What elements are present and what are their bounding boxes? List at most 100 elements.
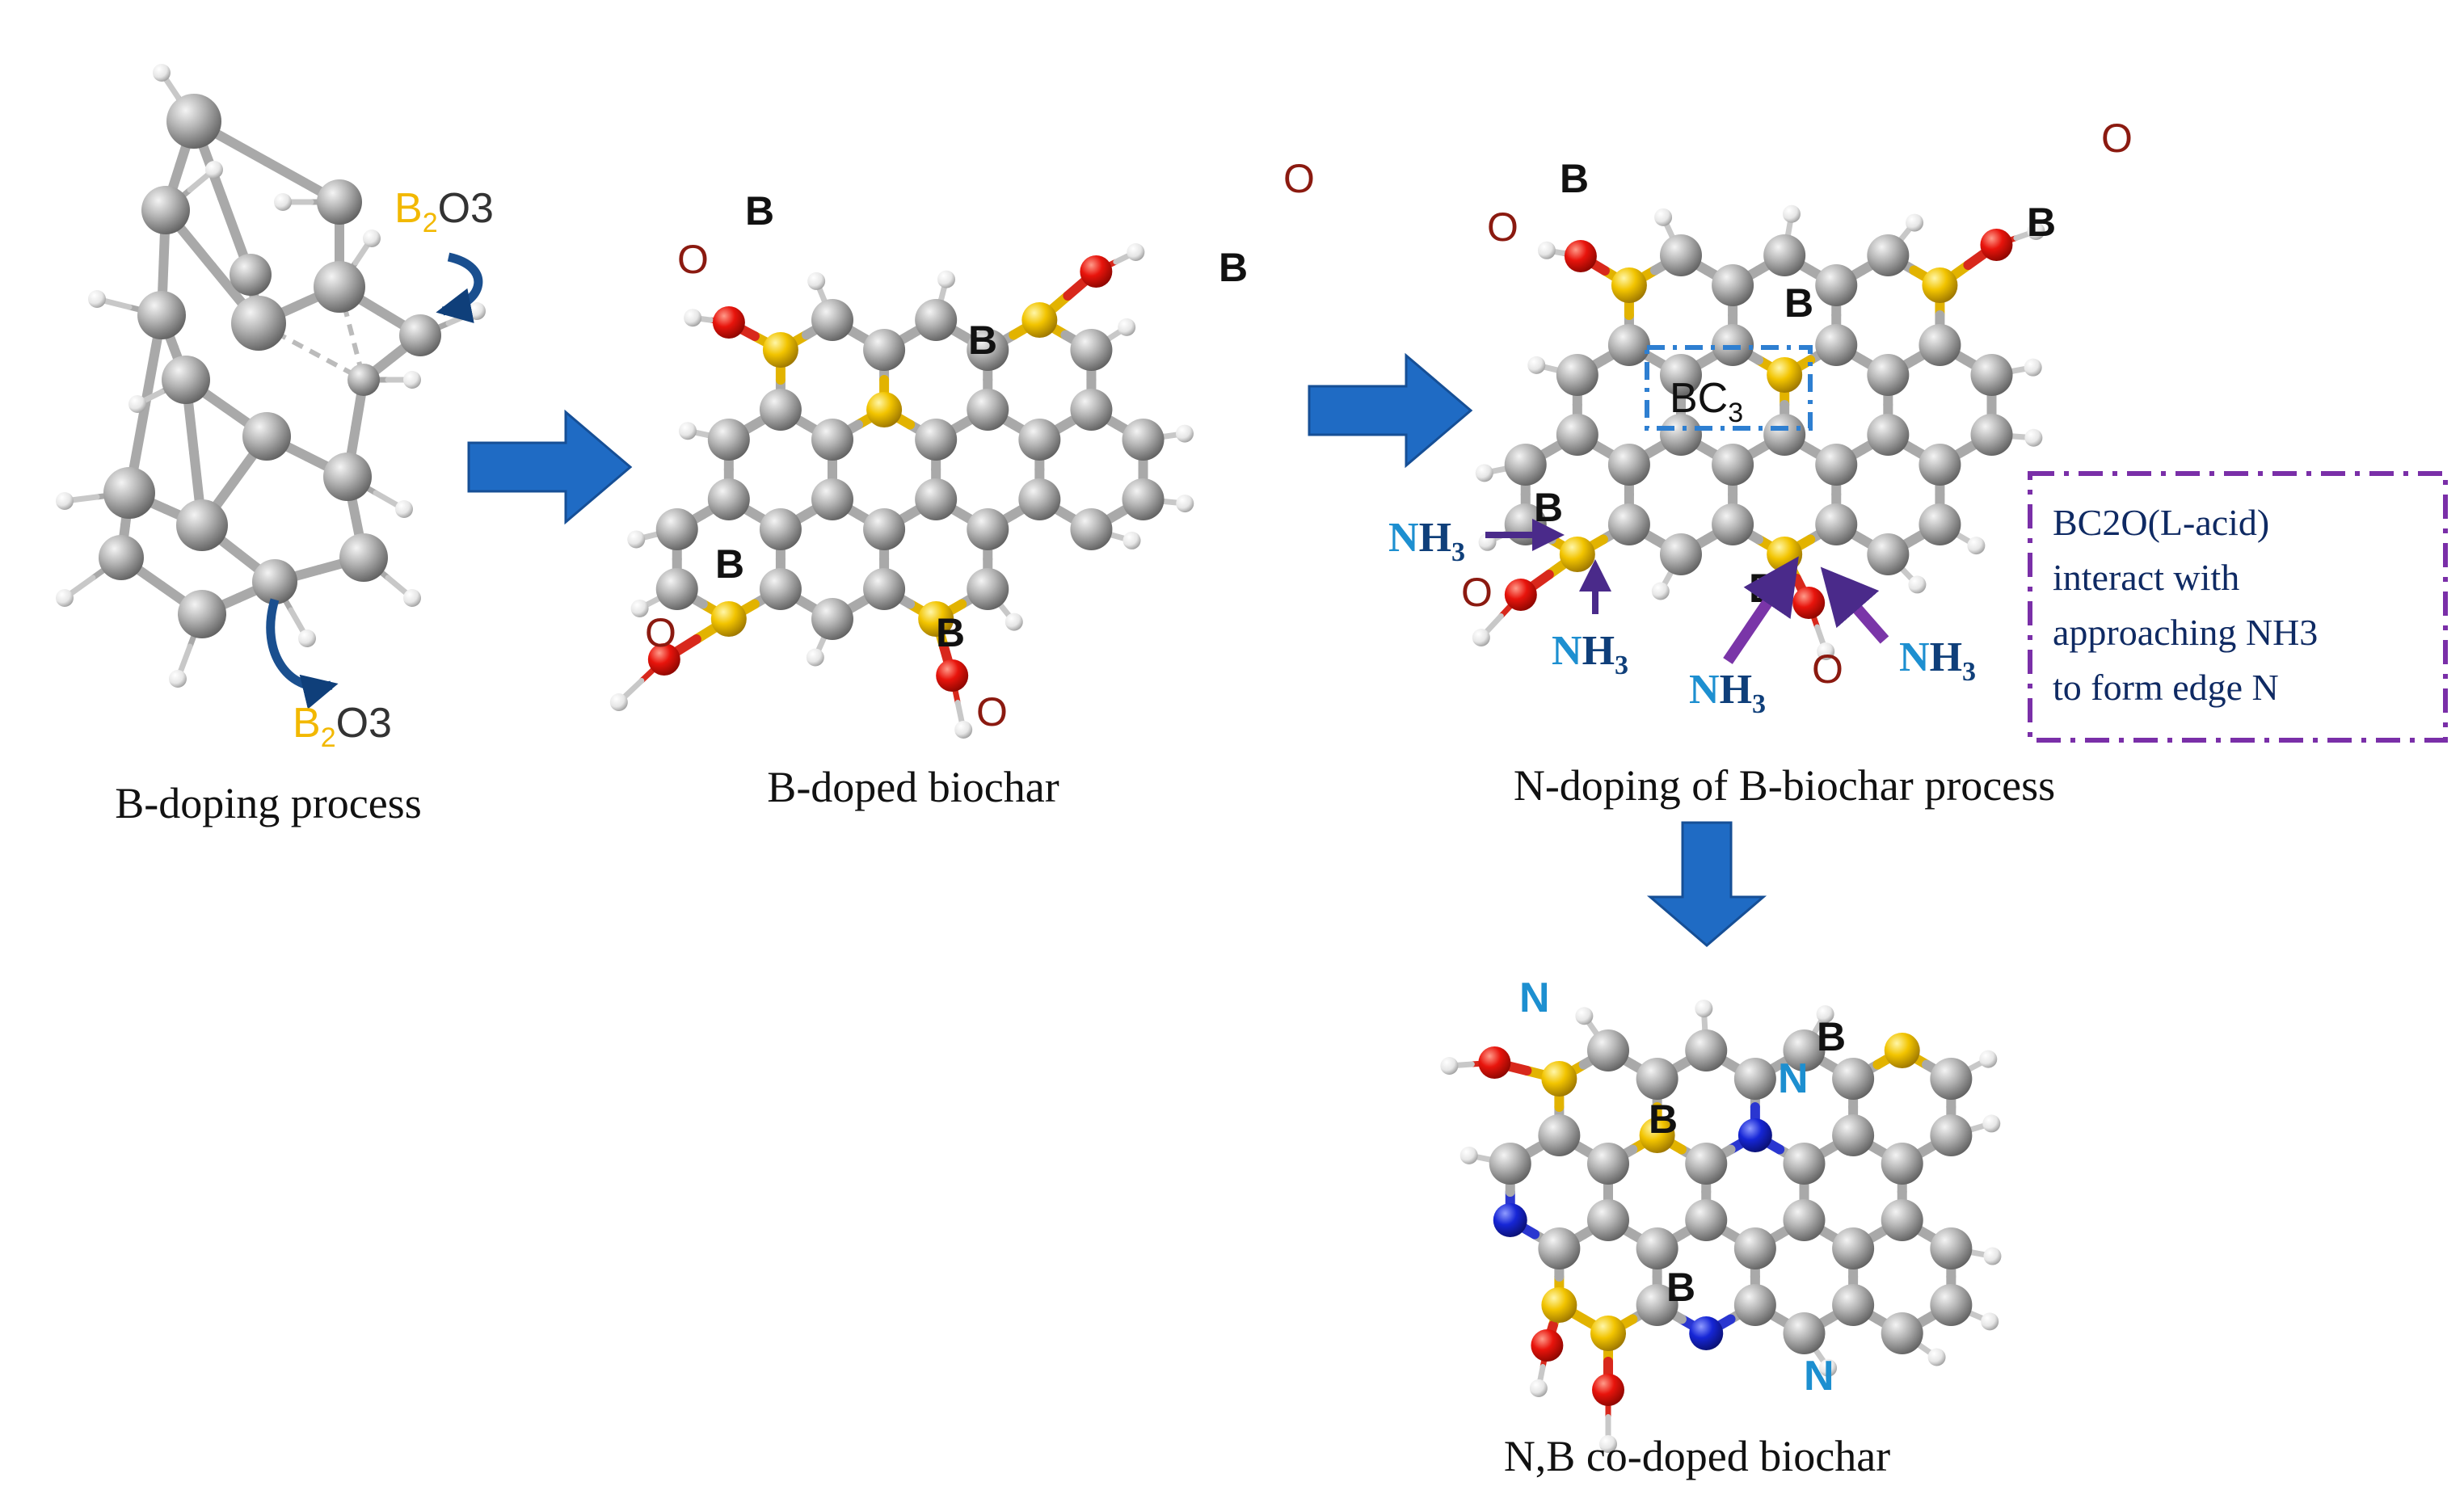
oxygen-label: O: [976, 689, 1008, 735]
boron-label: B: [2027, 200, 2056, 245]
nitrogen-label: N: [1804, 1353, 1834, 1400]
boron-label: B: [1649, 1097, 1678, 1142]
hydrogen-atom: [1654, 208, 1673, 226]
carbon-atom: [967, 508, 1009, 550]
carbon-atom: [863, 508, 906, 550]
carbon-atom: [1919, 503, 1961, 545]
carbon-atom: [1832, 1284, 1875, 1326]
carbon-atom: [1832, 1227, 1875, 1269]
annotation-line: approaching NH3: [2053, 612, 2318, 653]
boron-atom: [1639, 1118, 1675, 1153]
carbon-atom: [1815, 324, 1858, 366]
oxygen-atom: [647, 643, 680, 676]
nh3-label: NH3: [1689, 667, 1766, 719]
boron-label: B: [1817, 1014, 1846, 1059]
carbon-atom: [1636, 1284, 1678, 1326]
carbon-atom: [1685, 1199, 1728, 1241]
hydrogen-atom: [403, 589, 421, 607]
carbon-atom: [1783, 1143, 1826, 1185]
carbon-atom: [1712, 503, 1754, 545]
carbon-atom: [1930, 1284, 1973, 1326]
boron-label: B: [1219, 245, 1248, 290]
carbon-atom: [1867, 414, 1910, 456]
carbon-atom: [1919, 324, 1961, 366]
oxygen-label: O: [677, 237, 709, 282]
nitrogen-label: N: [1519, 975, 1550, 1021]
hydrogen-atom: [1440, 1057, 1459, 1075]
hydrogen-atom: [2024, 358, 2042, 377]
hydrogen-atom: [1817, 642, 1835, 660]
hydrogen-atom: [298, 629, 316, 647]
carbon-atom: [1660, 533, 1702, 575]
carbon-atom: [1712, 264, 1754, 306]
carbon-atom: [137, 291, 186, 339]
carbon-atom: [967, 329, 1009, 371]
hydrogen-atom: [56, 589, 74, 607]
boron-atom: [1559, 537, 1595, 572]
carbon-atom: [1867, 354, 1910, 396]
carbon-atom: [1930, 1114, 1973, 1156]
carbon-atom: [317, 179, 362, 225]
hydrogen-atom: [1695, 1000, 1713, 1018]
caption-n-doping-process: N-doping of B-biochar process: [1514, 761, 2055, 810]
amorphous-carbon-precursor: [56, 64, 486, 688]
hydrogen-atom: [1527, 356, 1546, 374]
carbon-atom: [1815, 503, 1858, 545]
carbon-atom: [1587, 1143, 1629, 1185]
hydrogen-atom: [1819, 1358, 1838, 1377]
hydrogen-atom: [88, 290, 106, 308]
annotation-line: to form edge N: [2053, 667, 2279, 708]
carbon-atom: [1881, 1199, 1923, 1241]
oxygen-label: O: [1487, 204, 1518, 250]
carbon-atom: [323, 453, 372, 501]
oxygen-label: O: [1283, 156, 1315, 201]
b2o3-reagent-label: B2O3: [293, 700, 392, 753]
carbon-atom: [967, 568, 1009, 610]
right-arrow-icon: [1308, 352, 1473, 469]
atom-layer: [609, 243, 1194, 739]
nitrogen-atom: [1689, 1316, 1724, 1350]
hydrogen-atom: [1005, 613, 1023, 631]
oxygen-atom: [1592, 1374, 1624, 1406]
oxygen-atom: [1792, 587, 1826, 619]
boron-label: B: [1560, 156, 1589, 201]
carbon-atom: [1881, 1312, 1923, 1354]
carbon-atom: [1587, 1199, 1629, 1241]
carbon-atom: [863, 329, 906, 371]
carbon-atom: [1919, 444, 1961, 486]
hydrogen-atom: [1908, 575, 1927, 594]
hydrogen-atom: [274, 193, 292, 211]
carbon-atom: [1018, 478, 1061, 520]
boron-atom: [1922, 267, 1958, 303]
carbon-atom: [1763, 234, 1806, 276]
carbon-atom: [1018, 419, 1061, 461]
carbon-atom: [1070, 389, 1113, 431]
carbon-atom: [1733, 1227, 1776, 1269]
carbon-atom: [759, 568, 802, 610]
hydrogen-atom: [1529, 1379, 1548, 1397]
carbon-atom: [314, 261, 365, 313]
oxygen-label: O: [1461, 570, 1493, 615]
boron-atom: [1541, 1061, 1577, 1097]
hydrogen-atom: [1459, 1146, 1478, 1164]
hydrogen-atom: [1816, 1005, 1834, 1024]
carbon-atom: [1556, 354, 1598, 396]
boron-atom: [1767, 357, 1803, 393]
carbon-atom: [915, 299, 958, 341]
carbon-atom: [339, 533, 388, 582]
caption-b-doped-biochar: B-doped biochar: [767, 763, 1059, 811]
boron-atom: [762, 332, 798, 368]
carbon-atom: [166, 94, 221, 149]
carbon-atom: [1867, 234, 1910, 276]
carbon-atom: [141, 186, 190, 234]
oxygen-atom: [936, 659, 969, 692]
hydrogen-atom: [807, 272, 826, 290]
nitrogen-atom: [1737, 1118, 1772, 1152]
carbon-atom: [1607, 324, 1650, 366]
carbon-atom: [1832, 1058, 1875, 1100]
carbon-atom: [1607, 503, 1650, 545]
nitrogen-atom: [1493, 1203, 1527, 1237]
carbon-atom: [178, 590, 226, 638]
carbon-atom: [1556, 414, 1598, 456]
